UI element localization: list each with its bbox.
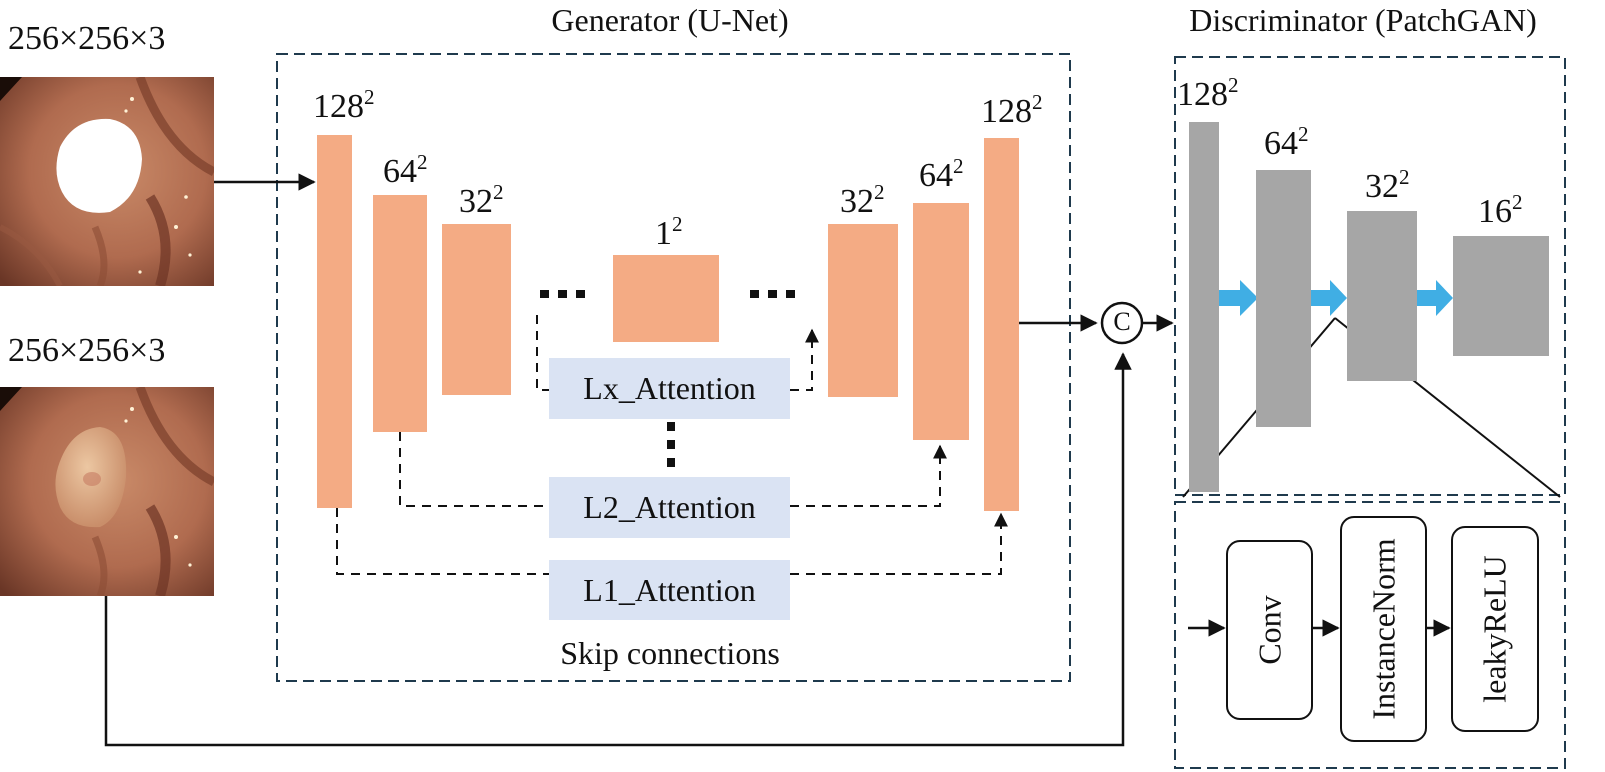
decoder-block-2 [913,203,969,440]
skip-lx [536,315,549,391]
concat-circle [1100,301,1144,345]
disc-block-3 [1347,211,1417,381]
decoder-2-size: 642 [919,153,964,194]
concat-symbol: C [1113,307,1131,336]
encoder-block-1 [317,135,352,508]
l2-attention-box: L2_Attention [549,477,790,538]
disc-3-size: 322 [1365,164,1410,205]
disc-flow-arrow-2 [1311,280,1347,316]
skip-l2 [399,432,549,507]
disc-flow-arrow-1 [1219,280,1258,316]
disc-1-size: 1282 [1177,72,1239,113]
decoder-block-3 [828,224,898,397]
disc-block-4 [1453,236,1549,356]
masked-input-image [0,77,214,286]
generator-title: Generator (U-Net) [551,2,789,38]
skip-connections-label: Skip connections [560,635,780,671]
skip-lx-out [790,328,819,391]
disc-4-size: 162 [1478,189,1523,230]
decoder-3-size: 322 [840,179,885,220]
leakyrelu-op-box: leakyReLU [1451,526,1539,732]
encoder-3-size: 322 [459,179,504,220]
l1-attention-box: L1_Attention [549,560,790,620]
discriminator-detail-frame [1174,501,1566,769]
decoder-block-1 [984,138,1019,511]
encoder-block-2 [373,195,427,432]
bottleneck-block [613,255,719,342]
generator-frame [276,53,1071,682]
skip-l1-out [790,512,1008,575]
masked-endoscopy-photo [0,77,214,286]
mask-region [56,118,142,213]
original-input-image [0,387,214,596]
original-endoscopy-photo [0,387,214,596]
encoder-2-size: 642 [383,149,428,190]
instancenorm-op-box: InstanceNorm [1340,516,1427,742]
original-input-size-label: 256×256×3 [8,332,166,369]
real-image-route [104,352,1132,747]
skip-l2-out [790,444,947,507]
disc-block-2 [1256,170,1311,427]
disc-flow-arrow-3 [1417,280,1453,316]
encoder-block-3 [442,224,511,395]
disc-2-size: 642 [1264,121,1309,162]
discriminator-frame [1174,56,1566,496]
conv-op-box: Conv [1226,540,1313,720]
bottleneck-size: 12 [655,211,683,252]
lx-attention-box: Lx_Attention [549,358,790,419]
decoder-1-size: 1282 [981,89,1043,130]
encoder-1-size: 1282 [313,84,375,125]
discriminator-title: Discriminator (PatchGAN) [1189,2,1537,38]
masked-input-size-label: 256×256×3 [8,20,166,57]
disc-block-1 [1189,122,1219,492]
skip-l1 [336,508,549,575]
